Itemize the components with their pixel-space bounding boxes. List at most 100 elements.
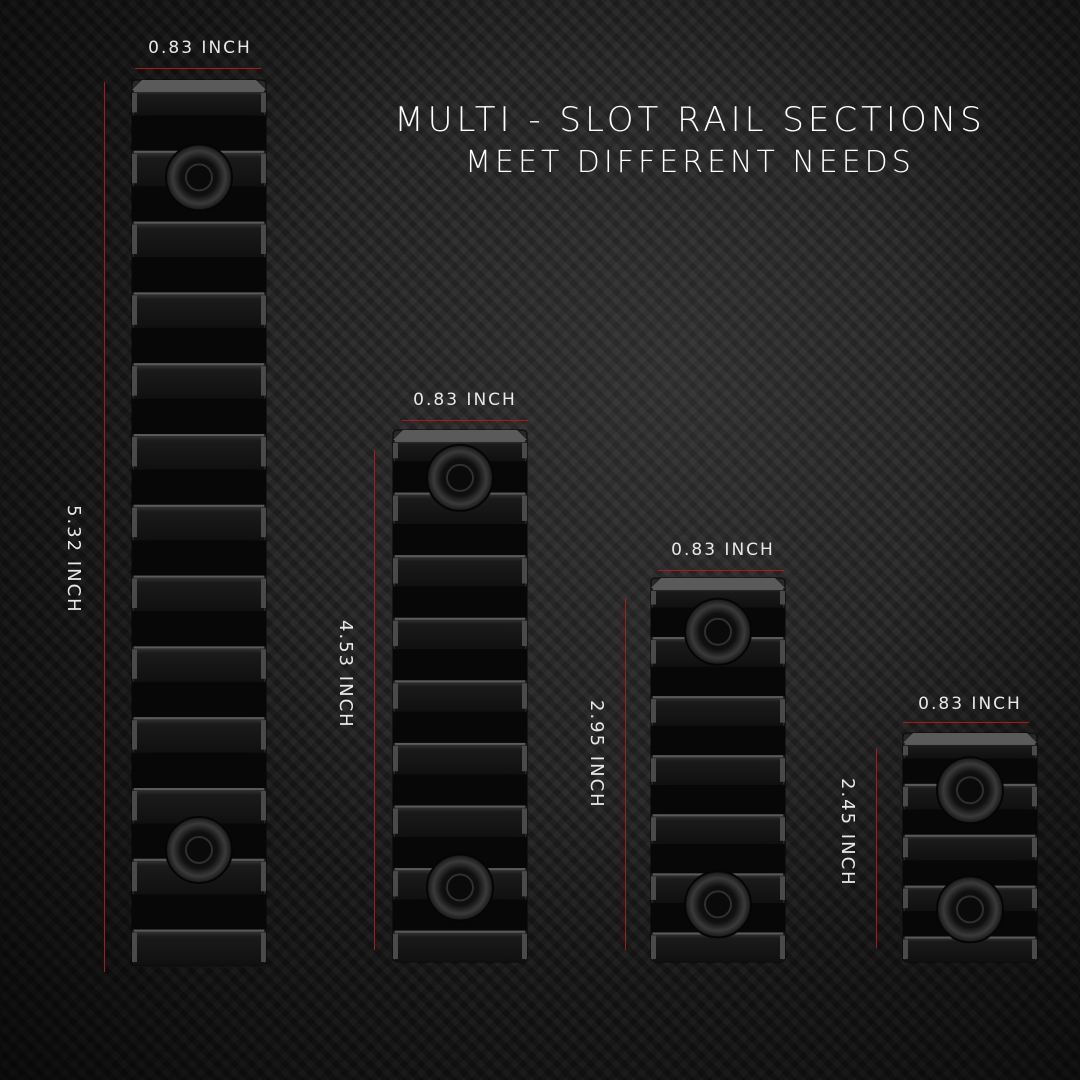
rail-2-width-label: 0.83 INCH	[413, 390, 517, 410]
rail-slot	[132, 894, 266, 930]
rail-lug-edge-left	[132, 153, 137, 184]
rail-lug-edge-right	[780, 758, 785, 782]
rail-top-bevel	[903, 733, 1037, 743]
rail-2-length-label: 4.53 INCH	[335, 620, 356, 729]
rail-lug-edge-left	[651, 758, 656, 782]
rail-lug-edge-right	[522, 558, 527, 584]
rail-4-width-line	[903, 722, 1029, 723]
rail-lug	[134, 929, 264, 965]
rail-lug-highlight	[395, 440, 525, 442]
rail-lug	[134, 221, 264, 257]
rail-lug-edge-left	[651, 935, 656, 959]
rail-lug	[653, 755, 783, 785]
rail-lug-highlight	[134, 787, 264, 790]
rail-slot	[393, 523, 527, 556]
mounting-hole-center	[446, 463, 474, 492]
rail-slot	[132, 540, 266, 576]
rail-lug-edge-left	[132, 932, 137, 962]
rail-lug	[395, 555, 525, 587]
rail-lug-edge-right	[780, 699, 785, 723]
headline-line-1: MULTI - SLOT RAIL SECTIONS	[394, 100, 986, 140]
rail-lug-edge-left	[132, 366, 137, 396]
rail-2	[392, 429, 528, 963]
rail-lug-highlight	[395, 930, 525, 933]
headline-line-2: MEET DIFFERENT NEEDS	[465, 145, 915, 180]
rail-top-bevel	[651, 578, 785, 588]
rail-top-bevel	[393, 430, 527, 440]
rail-lug-edge-left	[132, 507, 137, 538]
rail-lug-edge-right	[1032, 888, 1037, 909]
mounting-hole-center	[185, 163, 213, 192]
rail-lug-highlight	[134, 221, 264, 224]
rail-lug-edge-left	[903, 837, 908, 858]
rail-lug-edge-left	[393, 443, 398, 459]
rail-lug-edge-left	[132, 578, 137, 608]
rail-3-length-label: 2.95 INCH	[586, 700, 607, 809]
rail-lug-highlight	[134, 292, 264, 295]
rail-lug	[134, 90, 264, 116]
rail-lug-edge-left	[651, 591, 656, 605]
rail-lug	[395, 930, 525, 962]
rail-lug-highlight	[134, 433, 264, 436]
rail-lug-edge-left	[132, 790, 137, 821]
rail-lug-edge-right	[1032, 837, 1037, 858]
rail-lug-edge-right	[522, 871, 527, 897]
rail-slot	[651, 843, 785, 874]
rail-lug-highlight	[134, 90, 264, 92]
rail-lug-edge-left	[393, 683, 398, 709]
rail-lug-edge-right	[522, 745, 527, 772]
rail-lug-edge-right	[261, 790, 266, 821]
rail-lug	[134, 504, 264, 541]
rail-slot	[132, 256, 266, 293]
rail-top-bevel	[132, 80, 266, 90]
rail-slot	[393, 711, 527, 743]
rail-lug	[134, 433, 264, 470]
rail-4-width-label: 0.83 INCH	[918, 694, 1022, 714]
rail-slot	[132, 610, 266, 647]
rail-lug-highlight	[395, 680, 525, 683]
rail-lug-edge-right	[261, 153, 266, 184]
rail-lug-highlight	[395, 742, 525, 745]
rail-slot	[132, 752, 266, 788]
rail-lug-highlight	[134, 363, 264, 366]
rail-lug-highlight	[134, 717, 264, 720]
rail-4-length-line	[876, 748, 877, 948]
rail-4	[902, 732, 1038, 963]
rail-4-length-label: 2.45 INCH	[837, 778, 858, 887]
rail-lug-edge-left	[132, 720, 137, 750]
rail-lug-edge-left	[393, 808, 398, 834]
rail-lug-edge-right	[780, 876, 785, 900]
rail-lug-edge-right	[261, 578, 266, 608]
rail-lug-edge-left	[651, 817, 656, 841]
rail-lug-edge-right	[780, 817, 785, 841]
rail-lug-edge-right	[522, 495, 527, 521]
rail-lug-highlight	[905, 743, 1035, 745]
rail-1	[131, 79, 267, 966]
rail-lug	[134, 717, 264, 753]
rail-lug-edge-left	[393, 620, 398, 647]
rail-lug-edge-left	[393, 933, 398, 959]
rail-lug-edge-right	[261, 861, 266, 892]
rail-lug-edge-left	[651, 699, 656, 723]
rail-lug-edge-right	[261, 507, 266, 538]
rail-lug-edge-left	[132, 436, 137, 467]
rail-lug-highlight	[653, 755, 783, 758]
rail-lug-highlight	[653, 696, 783, 699]
rail-lug-edge-left	[132, 224, 137, 254]
rail-lug-edge-right	[1032, 746, 1037, 756]
rail-lug-edge-right	[261, 649, 266, 679]
rail-lug	[653, 814, 783, 844]
rail-lug-edge-left	[903, 888, 908, 909]
rail-lug-edge-left	[393, 745, 398, 772]
rail-lug	[905, 834, 1035, 861]
rail-lug-highlight	[395, 555, 525, 558]
rail-3-length-line	[625, 598, 626, 950]
rail-lug-highlight	[134, 646, 264, 649]
mounting-hole-center	[185, 835, 213, 864]
rail-lug-edge-right	[522, 808, 527, 834]
rail-lug-edge-left	[393, 871, 398, 897]
rail-lug-edge-right	[261, 436, 266, 467]
rail-1-length-line	[104, 82, 105, 972]
